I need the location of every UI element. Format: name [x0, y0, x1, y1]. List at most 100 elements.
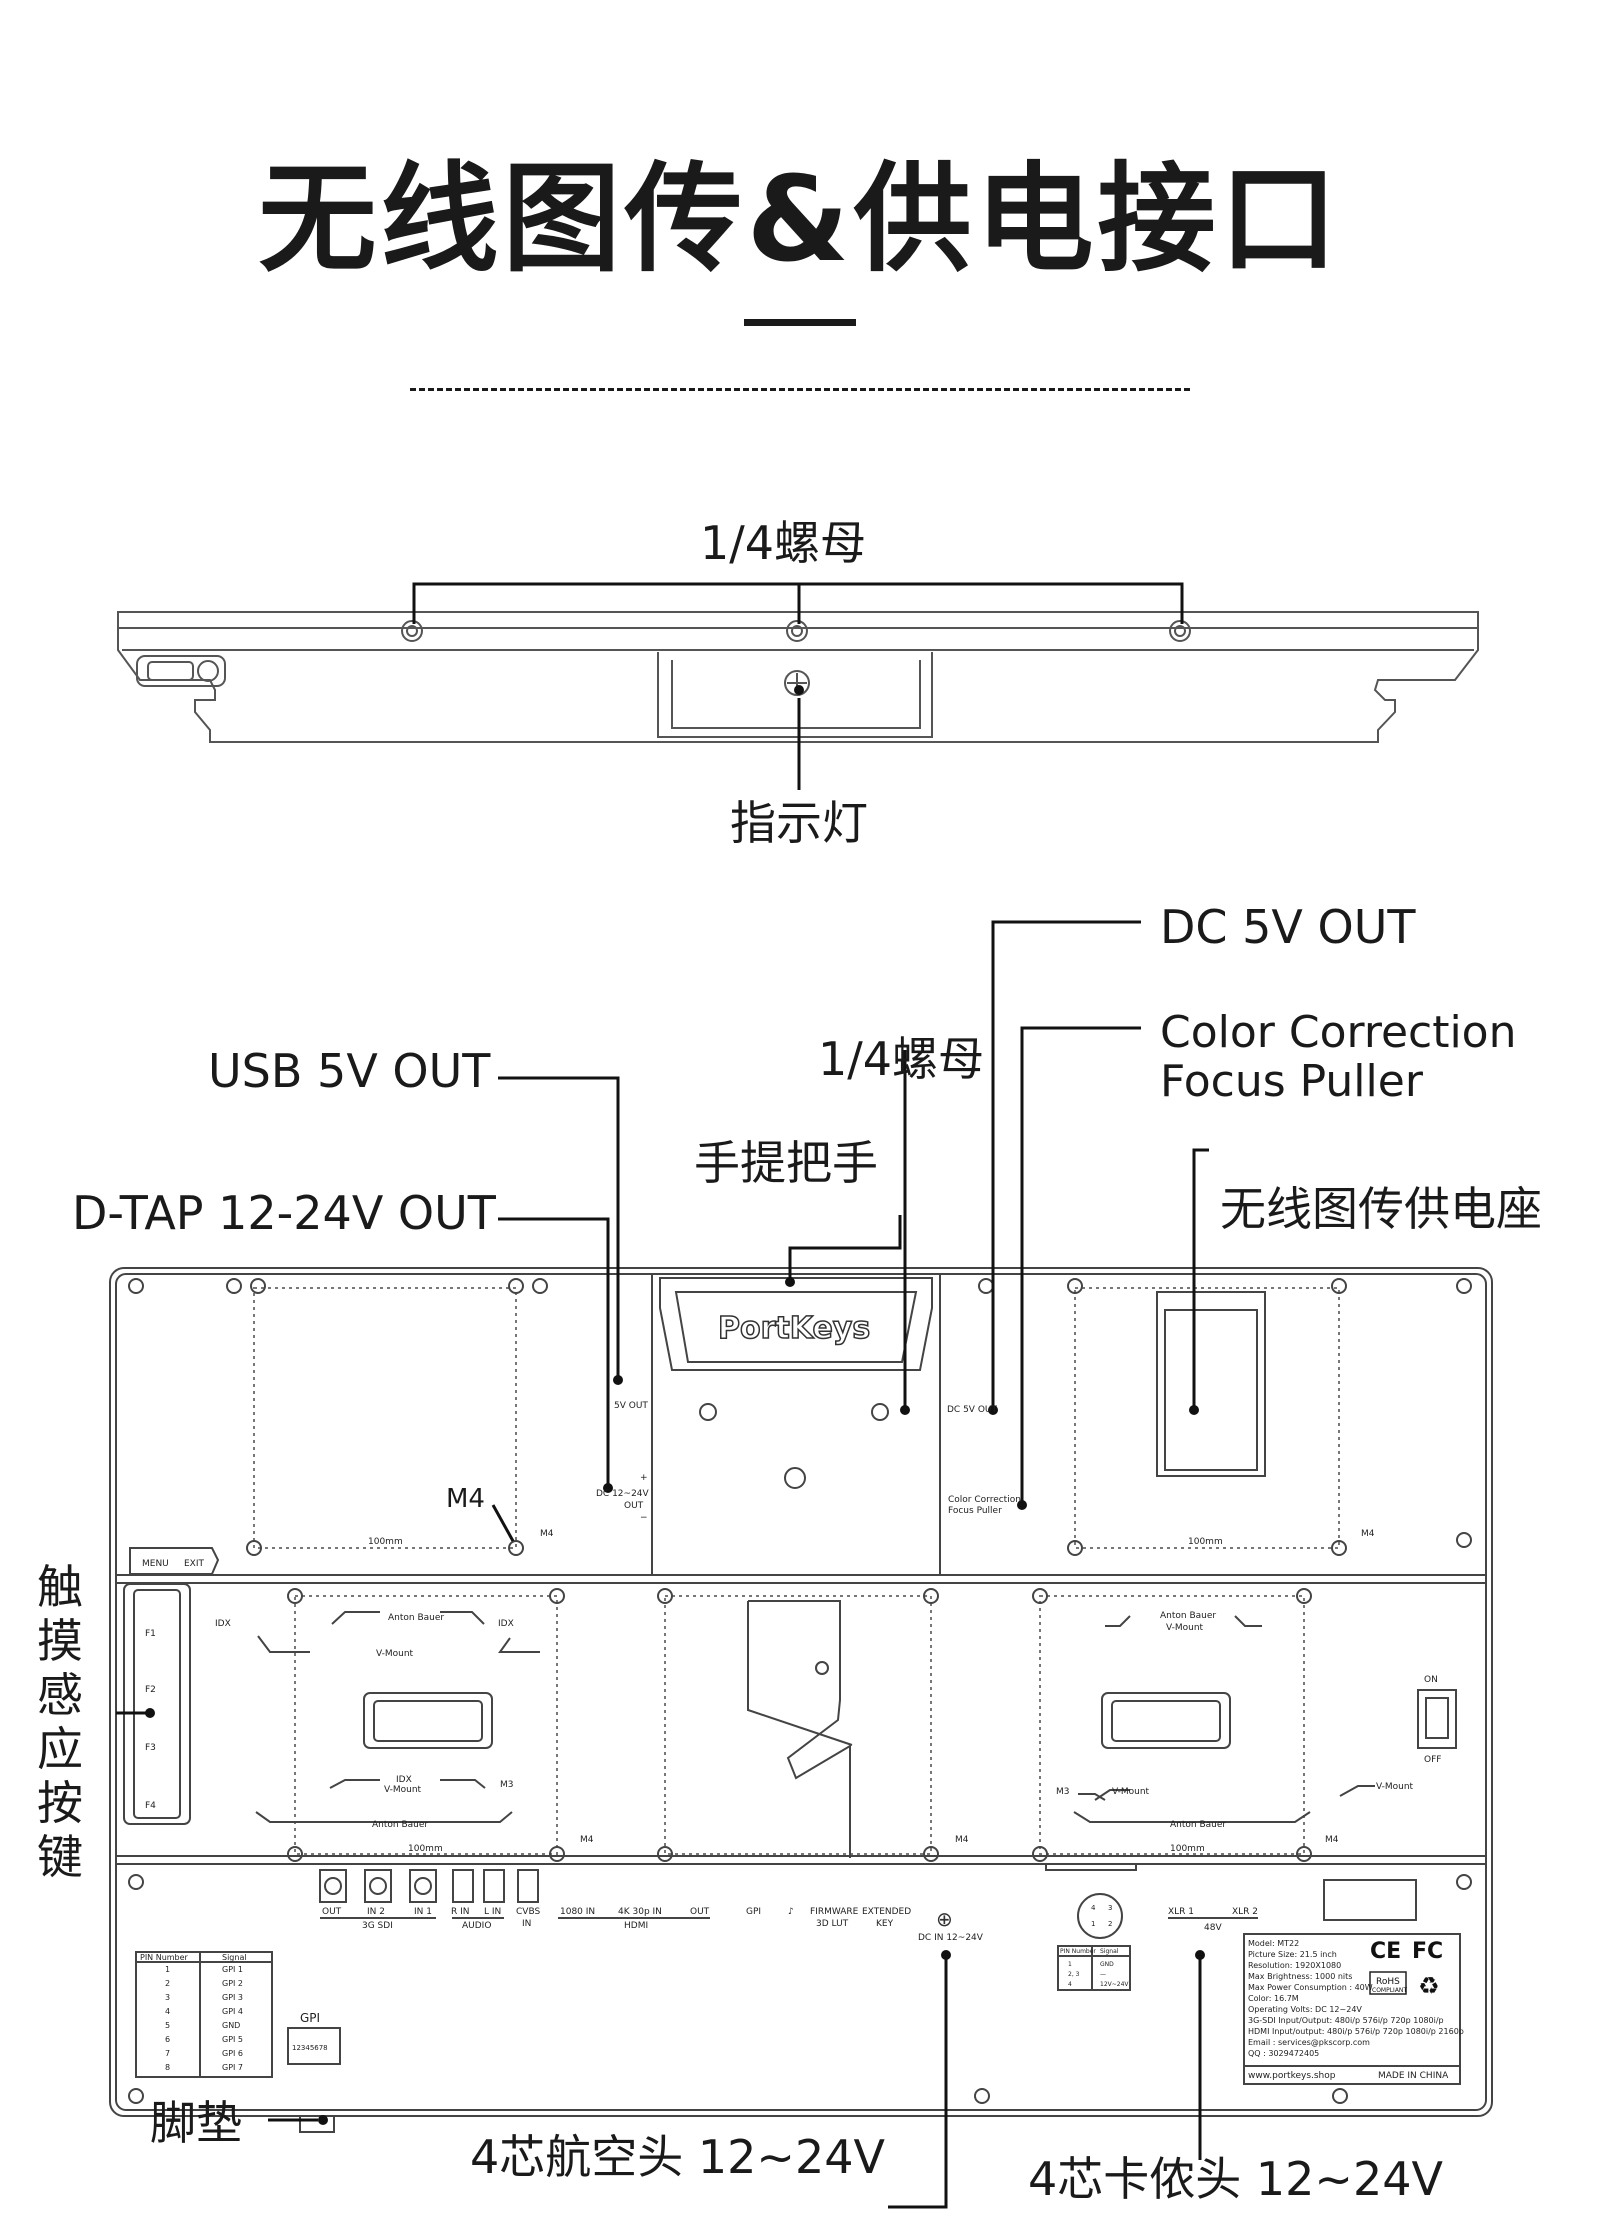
spec-line: Operating Volts: DC 12~24V: [1248, 2005, 1362, 2014]
f3-key[interactable]: F3: [145, 1743, 156, 1753]
mm-label-3: 100mm: [408, 1844, 443, 1854]
dc-in-connector-icon: ⊕: [936, 1907, 953, 1931]
mm-label-4: 100mm: [1170, 1844, 1205, 1854]
io-hdmi-4k: 4K 30p IN: [618, 1907, 662, 1917]
gpi-row-signal: GPI 6: [222, 2049, 243, 2058]
plus-sign: +: [640, 1473, 648, 1483]
usb-callout: USB 5V OUT: [208, 1044, 491, 1098]
io-r-in: R IN: [451, 1907, 470, 1917]
gpi-row-signal: GPI 3: [222, 1993, 243, 2002]
gpi-row-pin: 3: [165, 1993, 170, 2002]
gpi-row-signal: GPI 2: [222, 1979, 243, 1988]
io-48v: 48V: [1204, 1923, 1222, 1933]
gpi-row-pin: 7: [165, 2049, 170, 2058]
f2-key[interactable]: F2: [145, 1685, 156, 1695]
gpi-row-pin: 2: [165, 1979, 170, 1988]
m4-small-3: M4: [580, 1835, 594, 1845]
m3-small-1: M3: [500, 1780, 514, 1790]
spec-line: Model: MT22: [1248, 1939, 1299, 1948]
dashed-divider: [410, 388, 1190, 391]
spec-line: 3G-SDI Input/Output: 480i/p 576i/p 720p …: [1248, 2016, 1444, 2025]
idx-2: IDX: [498, 1619, 514, 1629]
io-firmware: FIRMWARE: [810, 1907, 859, 1917]
io-dc-in: DC IN 12~24V: [918, 1933, 984, 1943]
spec-line: Color: 16.7M: [1248, 1994, 1299, 2003]
xlr-pin-4: 4: [1091, 1904, 1096, 1912]
spec-line: Email : services@pkscorp.com: [1248, 2038, 1370, 2047]
gpi-row-pin: 5: [165, 2021, 170, 2030]
spec-line: QQ : 3029472405: [1248, 2049, 1319, 2058]
xlr-row-pin: 1: [1068, 1961, 1072, 1968]
gpi-row-signal: GPI 1: [222, 1965, 243, 1974]
xlr-pin-3: 3: [1108, 1904, 1112, 1912]
gpi-row-signal: GPI 4: [222, 2007, 243, 2016]
xlr-row-signal: GND: [1100, 1961, 1114, 1968]
m4-callout: M4: [446, 1484, 485, 1514]
io-xlr1: XLR 1: [1168, 1907, 1194, 1917]
spec-made-in: MADE IN CHINA: [1378, 2071, 1449, 2081]
io-sdi-in1: IN 1: [414, 1907, 432, 1917]
spec-line: HDMI Input/output: 480i/p 576i/p 720p 10…: [1248, 2027, 1464, 2036]
io-extended: EXTENDED: [862, 1907, 911, 1917]
label-dtap-line1: DC 12~24V: [596, 1489, 650, 1499]
anton-bauer-2: Anton Bauer: [372, 1820, 428, 1830]
io-key: KEY: [876, 1919, 894, 1929]
foot-pad-callout: 脚垫: [150, 2096, 242, 2150]
ce-mark: CE: [1370, 1939, 1401, 1964]
xlr-header-signal: Signal: [1100, 1948, 1119, 1955]
xlr-row-signal: —: [1100, 1971, 1106, 1978]
label-dtap-line2: OUT: [624, 1501, 644, 1511]
io-lut: 3D LUT: [816, 1919, 849, 1929]
gpi-header-pin: PIN Number: [140, 1953, 189, 1962]
dc5v-callout: DC 5V OUT: [1160, 900, 1416, 954]
spec-line: Resolution: 1920X1080: [1248, 1961, 1341, 1970]
recycle-icon: ♻: [1418, 1972, 1440, 2000]
title-underline: [744, 319, 856, 326]
io-gpi: GPI: [746, 1907, 761, 1917]
io-xlr2: XLR 2: [1232, 1907, 1258, 1917]
page-title: 无线图传&供电接口: [258, 150, 1342, 288]
color-correction-callout: Color Correction Focus Puller: [1160, 1008, 1517, 1107]
gpi-row-signal: GND: [222, 2021, 240, 2030]
top-nut-label: 1/4螺母: [700, 516, 867, 570]
wireless-seat-callout: 无线图传供电座: [1220, 1182, 1542, 1236]
switch-on: ON: [1424, 1675, 1438, 1685]
rear-panel-outline: [109, 1267, 1493, 2117]
gpi-connector-label: GPI: [300, 2011, 320, 2025]
gpi-header-signal: Signal: [222, 1953, 247, 1962]
color-correction-line1: Color Correction: [1160, 1007, 1517, 1058]
io-hdmi-group: HDMI: [624, 1921, 648, 1931]
m4-small-2: M4: [1361, 1529, 1375, 1539]
io-sdi-in2: IN 2: [367, 1907, 385, 1917]
v-mount-1: V-Mount: [376, 1649, 414, 1659]
touch-keys-char: 触: [37, 1560, 83, 1614]
color-correction-line2: Focus Puller: [1160, 1056, 1423, 1108]
touch-keys-char: 按: [37, 1776, 83, 1830]
io-cvbs-in: IN: [522, 1919, 531, 1929]
anton-bauer-3: Anton Bauer: [1160, 1611, 1216, 1621]
f1-key[interactable]: F1: [145, 1629, 156, 1639]
io-l-in: L IN: [484, 1907, 501, 1917]
m4-small-1: M4: [540, 1529, 554, 1539]
menu-button[interactable]: MENU: [142, 1559, 169, 1569]
top-view-outline: [117, 611, 1479, 743]
anton-bauer-1: Anton Bauer: [388, 1613, 444, 1623]
dtap-callout: D-TAP 12-24V OUT: [72, 1186, 496, 1240]
spec-website: www.portkeys.shop: [1248, 2071, 1336, 2081]
f4-key[interactable]: F4: [145, 1801, 156, 1811]
touch-keys-char: 应: [37, 1722, 83, 1776]
m4-small-4: M4: [955, 1835, 969, 1845]
touch-keys-char: 摸: [37, 1614, 83, 1668]
brand-logo: PortKeys: [718, 1311, 870, 1346]
io-sdi-group: 3G SDI: [362, 1921, 393, 1931]
indicator-label: 指示灯: [730, 796, 868, 850]
exit-button[interactable]: EXIT: [184, 1559, 205, 1569]
kayi-callout: 4芯卡侬头 12~24V: [1028, 2152, 1443, 2206]
spec-line: Max Brightness: 1000 nits: [1248, 1972, 1352, 1981]
spec-line: Max Power Consumption : 40W: [1248, 1983, 1373, 1992]
v-mount-2: V-Mount: [384, 1785, 422, 1795]
gpi-row-pin: 4: [165, 2007, 170, 2016]
v-mount-3: V-Mount: [1166, 1623, 1204, 1633]
touch-keys-char: 感: [37, 1668, 83, 1722]
